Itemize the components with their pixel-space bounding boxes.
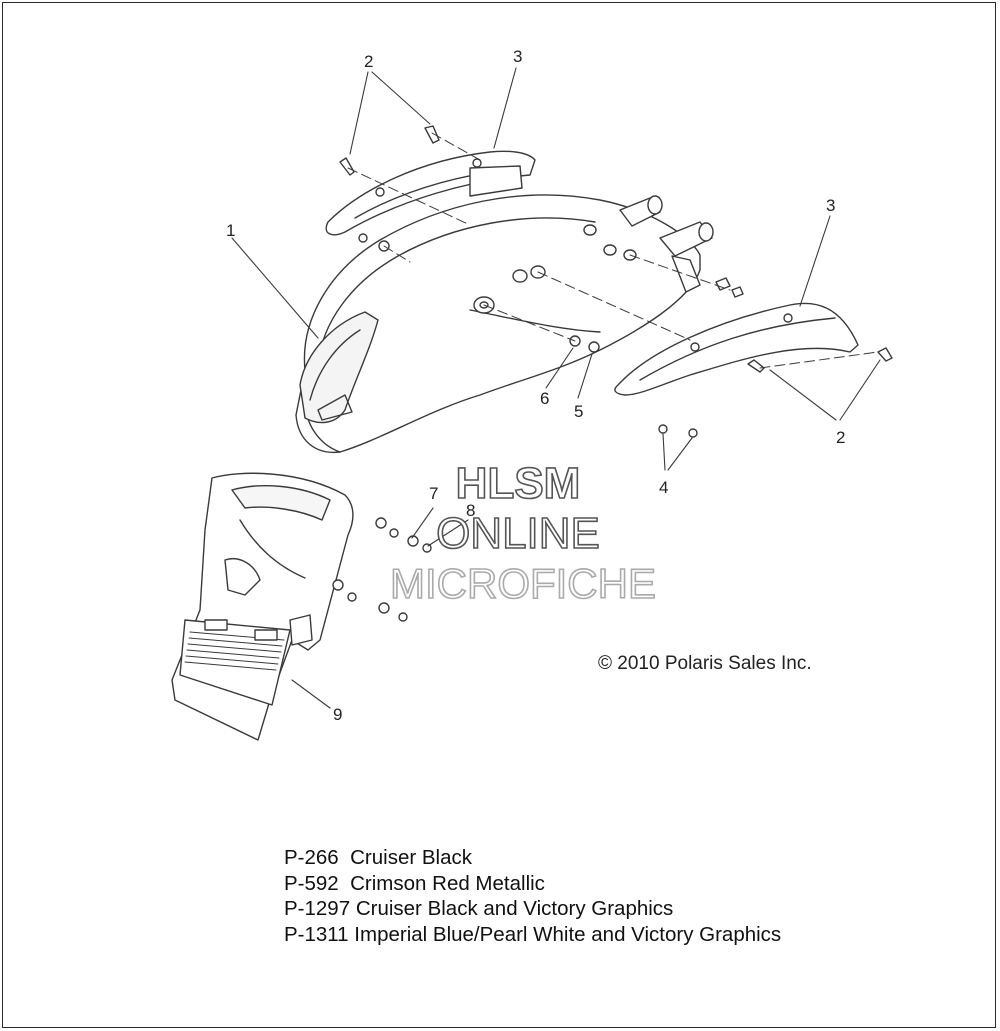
color-code: P-1297 bbox=[284, 897, 351, 920]
callout-2-bottom: 2 bbox=[836, 428, 845, 447]
assembly-lines bbox=[347, 132, 879, 369]
callout-7: 7 bbox=[429, 484, 438, 503]
color-option-row: P-592 Crimson Red Metallic bbox=[284, 871, 781, 897]
callout-4: 4 bbox=[659, 478, 668, 497]
color-options-list: P-266 Cruiser Black P-592 Crimson Red Me… bbox=[284, 845, 781, 947]
copyright-notice: © 2010 Polaris Sales Inc. bbox=[598, 653, 812, 674]
color-name: Crimson Red Metallic bbox=[350, 871, 545, 895]
watermark-line-1: HLSM bbox=[456, 459, 581, 508]
color-code: P-1311 bbox=[284, 922, 349, 946]
watermark-line-3: MICROFICHE bbox=[390, 560, 656, 607]
callout-2-top: 2 bbox=[364, 52, 373, 71]
callout-9: 9 bbox=[333, 705, 342, 724]
color-name: Cruiser Black and Victory Graphics bbox=[355, 897, 674, 920]
fender-rail-bolts[interactable] bbox=[339, 125, 893, 373]
callout-numbers: 1 2 2 3 3 4 5 6 7 8 9 bbox=[226, 47, 845, 724]
callout-6: 6 bbox=[540, 389, 549, 408]
right-fender-rail-part[interactable] bbox=[614, 302, 859, 396]
color-option-row: P-266 Cruiser Black bbox=[284, 845, 781, 871]
callout-3-right: 3 bbox=[826, 196, 835, 215]
license-plate-bracket-part[interactable] bbox=[171, 472, 354, 741]
callout-leaders bbox=[231, 67, 881, 709]
color-name: Imperial Blue/Pearl White and Victory Gr… bbox=[354, 922, 782, 946]
watermark-line-2: ONLINE bbox=[436, 509, 600, 558]
color-name: Cruiser Black bbox=[350, 846, 473, 869]
watermark: HLSM ONLINE MICROFICHE bbox=[389, 458, 657, 608]
color-option-row: P-1297 Cruiser Black and Victory Graphic… bbox=[284, 896, 781, 922]
callout-8: 8 bbox=[466, 501, 475, 520]
callout-5: 5 bbox=[574, 402, 583, 421]
left-fender-rail-part[interactable] bbox=[325, 150, 536, 236]
color-code: P-592 bbox=[284, 871, 339, 895]
callout-3-top: 3 bbox=[513, 47, 522, 66]
color-option-row: P-1311 Imperial Blue/Pearl White and Vic… bbox=[284, 922, 781, 948]
callout-1: 1 bbox=[226, 221, 235, 240]
rear-fender-part[interactable] bbox=[295, 194, 714, 454]
color-code: P-266 bbox=[284, 846, 339, 869]
hardware-nuts-washers[interactable] bbox=[332, 233, 698, 622]
